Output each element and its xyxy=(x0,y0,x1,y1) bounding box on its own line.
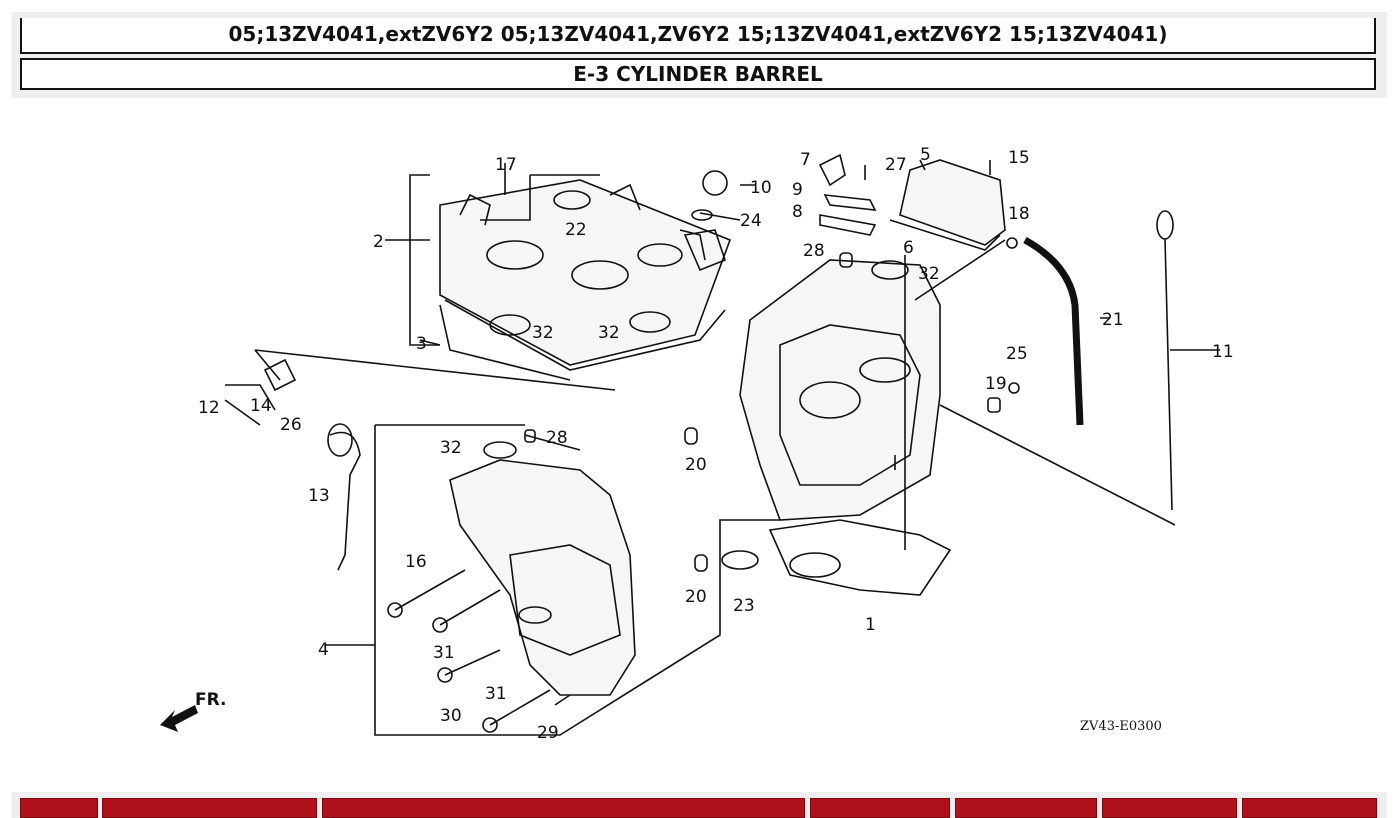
parts-diagram: FR. ZV43-E0300 1 2 3 4 5 6 7 8 9 10 11 1… xyxy=(160,145,1234,743)
callout-label: 31 xyxy=(485,684,507,704)
callout-label: 31 xyxy=(433,643,455,663)
callout-label: 9 xyxy=(792,180,803,200)
direction-label: FR. xyxy=(195,690,226,710)
callout-label: 27 xyxy=(885,155,907,175)
callout-label: 14 xyxy=(250,396,272,416)
front-direction-arrow xyxy=(160,705,198,732)
nav-tab[interactable] xyxy=(955,798,1097,818)
crankcase-part xyxy=(739,259,941,521)
callout-labels: 1 2 3 4 5 6 7 8 9 10 11 12 13 14 15 16 1… xyxy=(198,145,1234,743)
callout-label: 6 xyxy=(903,238,914,258)
callout-label: 15 xyxy=(1008,148,1030,168)
callout-label: 32 xyxy=(918,264,940,284)
callout-label: 26 xyxy=(280,415,302,435)
callout-label: 32 xyxy=(598,323,620,343)
callout-label: 11 xyxy=(1212,342,1234,362)
callout-label: 28 xyxy=(803,241,825,261)
section-title: E-3 CYLINDER BARREL xyxy=(20,58,1376,90)
callout-label: 5 xyxy=(920,145,931,165)
callout-label: 17 xyxy=(495,155,517,175)
nav-tab[interactable] xyxy=(102,798,317,818)
nav-tab[interactable] xyxy=(810,798,950,818)
callout-label: 7 xyxy=(800,150,811,170)
callout-label: 23 xyxy=(733,596,755,616)
nav-tab[interactable] xyxy=(322,798,805,818)
callout-label: 22 xyxy=(565,220,587,240)
callout-label: 10 xyxy=(750,178,772,198)
crank-cover-part xyxy=(449,459,636,696)
callout-label: 30 xyxy=(440,706,462,726)
callout-label: 16 xyxy=(405,552,427,572)
callout-label: 29 xyxy=(537,723,559,743)
callout-label: 3 xyxy=(416,334,427,354)
diagram-code: ZV43-E0300 xyxy=(1080,719,1162,734)
callout-label: 20 xyxy=(685,455,707,475)
callout-label: 12 xyxy=(198,398,220,418)
nav-tab[interactable] xyxy=(1242,798,1377,818)
callout-label: 25 xyxy=(1006,344,1028,364)
callout-label: 20 xyxy=(685,587,707,607)
callout-label: 32 xyxy=(532,323,554,343)
callout-label: 8 xyxy=(792,202,803,222)
callout-label: 13 xyxy=(308,486,330,506)
callout-label: 21 xyxy=(1102,310,1124,330)
callout-label: 28 xyxy=(546,428,568,448)
callout-label: 4 xyxy=(318,640,329,660)
head-cover-part xyxy=(439,179,732,366)
callout-label: 18 xyxy=(1008,204,1030,224)
nav-tab[interactable] xyxy=(1102,798,1237,818)
callout-label: 24 xyxy=(740,211,762,231)
callout-label: 19 xyxy=(985,374,1007,394)
model-applicability: 05;13ZV4041,extZV6Y2 05;13ZV4041,ZV6Y2 1… xyxy=(20,18,1376,54)
callout-label: 32 xyxy=(440,438,462,458)
callout-label: 2 xyxy=(373,232,384,252)
callout-label: 1 xyxy=(865,615,876,635)
nav-tab[interactable] xyxy=(20,798,98,818)
